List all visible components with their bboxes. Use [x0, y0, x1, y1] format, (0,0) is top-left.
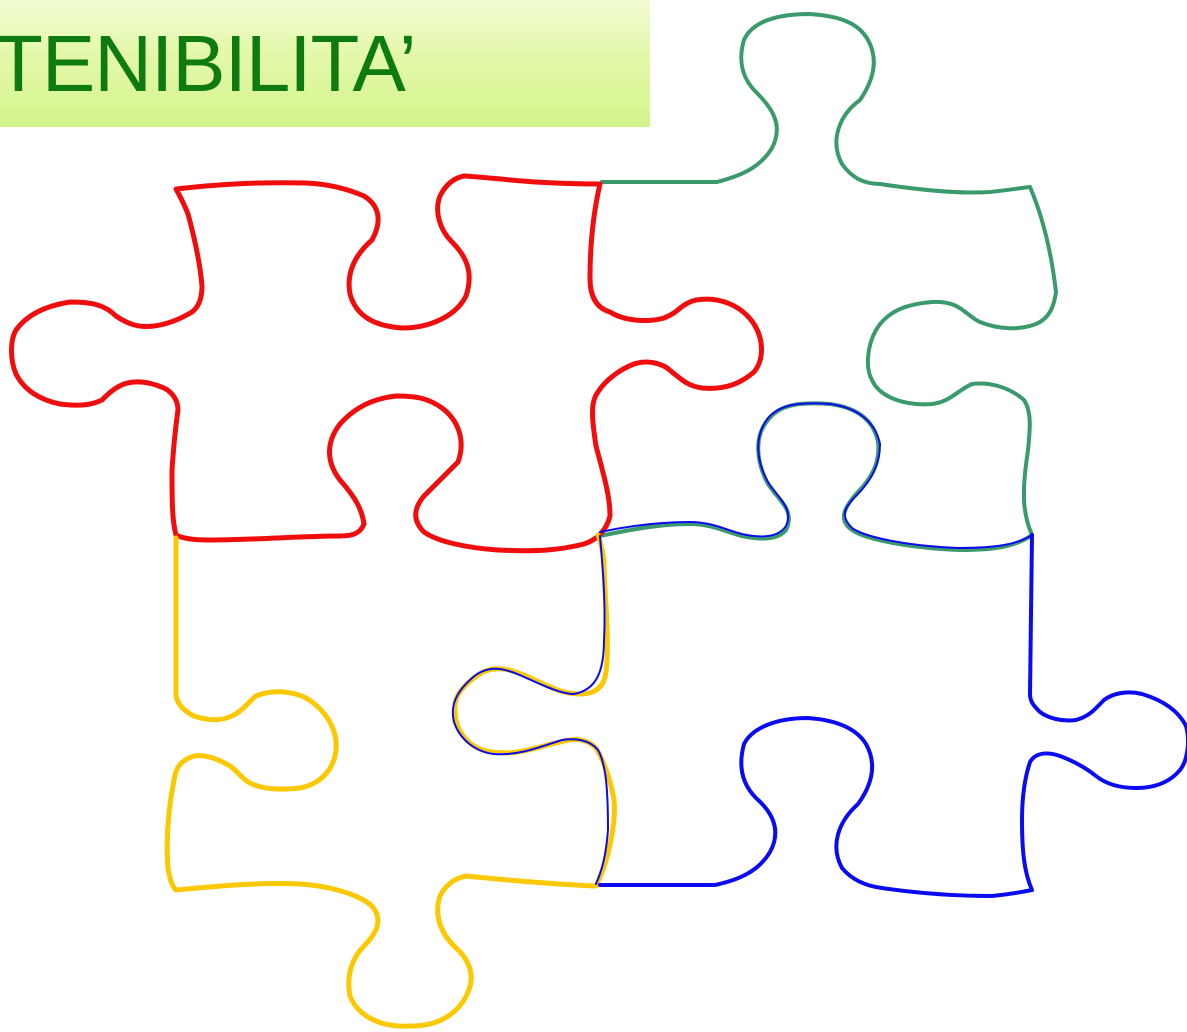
puzzle-piece-blue [451, 535, 609, 885]
puzzle-piece-blue [599, 402, 1033, 549]
puzzle-piece-blue [598, 533, 1187, 898]
title-banner: TENIBILITA’ [0, 0, 650, 127]
puzzle-piece-yellow [164, 532, 617, 1029]
puzzle-piece-red [9, 173, 764, 554]
puzzle-piece-green [598, 12, 1058, 552]
slide-title: TENIBILITA’ [0, 19, 417, 108]
